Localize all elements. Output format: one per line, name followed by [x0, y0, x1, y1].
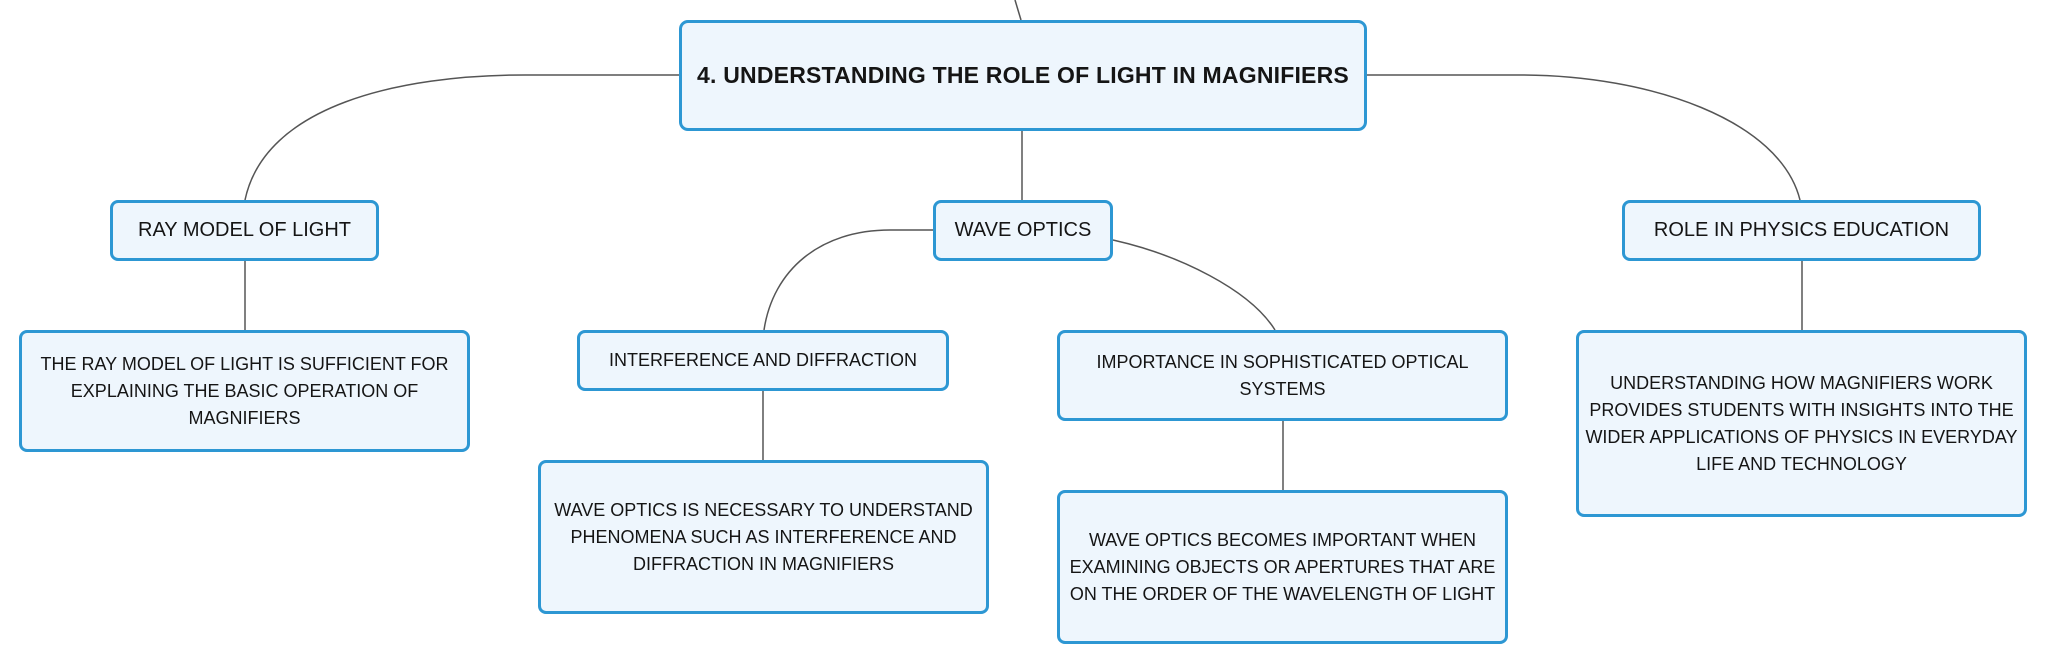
detail-physics-education[interactable]: UNDERSTANDING HOW MAGNIFIERS WORK PROVID… [1576, 330, 2027, 517]
detail-ray-model[interactable]: THE RAY MODEL OF LIGHT IS SUFFICIENT FOR… [19, 330, 470, 452]
root-topic[interactable]: 4. UNDERSTANDING THE ROLE OF LIGHT IN MA… [679, 20, 1367, 131]
topic-wave-optics[interactable]: WAVE OPTICS [933, 200, 1113, 261]
topic-role-in-physics-education[interactable]: ROLE IN PHYSICS EDUCATION [1622, 200, 1981, 261]
connector-wave-optics-to-interference [763, 229, 933, 331]
detail-interference-and-diffraction[interactable]: WAVE OPTICS IS NECESSARY TO UNDERSTAND P… [538, 460, 989, 614]
connector-parent-to-root [1014, 0, 1022, 21]
connector-root-to-physics-education [1366, 74, 1801, 201]
subtopic-interference-and-diffraction[interactable]: INTERFERENCE AND DIFFRACTION [577, 330, 949, 391]
subtopic-importance-in-optical-systems[interactable]: IMPORTANCE IN SOPHISTICATED OPTICAL SYST… [1057, 330, 1508, 421]
topic-ray-model-of-light[interactable]: RAY MODEL OF LIGHT [110, 200, 379, 261]
connector-wave-optics-to-importance [1112, 239, 1276, 331]
connector-root-to-ray-model [244, 74, 680, 201]
detail-importance-in-optical-systems[interactable]: WAVE OPTICS BECOMES IMPORTANT WHEN EXAMI… [1057, 490, 1508, 644]
